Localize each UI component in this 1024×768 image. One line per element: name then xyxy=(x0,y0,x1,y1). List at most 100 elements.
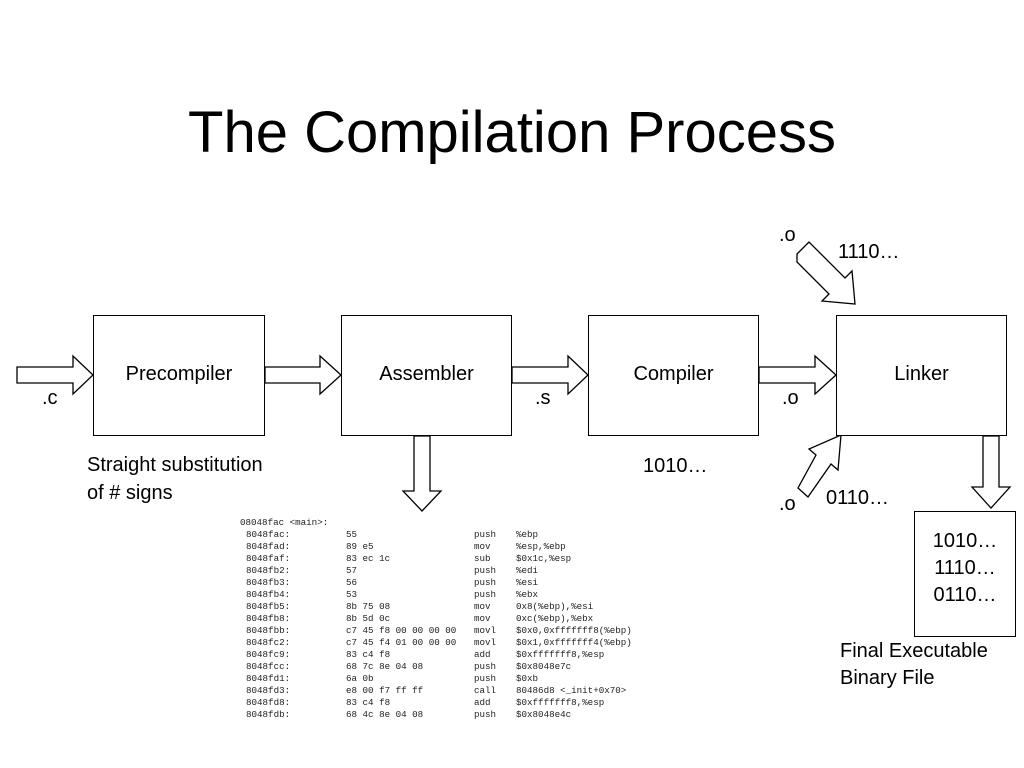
compiler-box: Compiler xyxy=(588,315,759,436)
assembly-bytes: 56 xyxy=(346,577,358,588)
assembly-opcode: mov xyxy=(474,541,491,552)
assembler-label: Assembler xyxy=(379,363,474,385)
assembly-bytes: 68 4c 8e 04 08 xyxy=(346,709,424,720)
assembly-operands: %ebp xyxy=(516,529,539,540)
assembly-operands: $0x1,0xfffffff4(%ebp) xyxy=(516,637,632,648)
assembly-operands: %edi xyxy=(516,565,539,576)
assembly-header: 08048fac <main>: xyxy=(240,517,329,528)
assembly-address: 8048faf: xyxy=(246,553,291,564)
assembly-opcode: movl xyxy=(474,625,497,636)
assembly-opcode: push xyxy=(474,577,497,588)
assembler-box: Assembler xyxy=(341,315,512,436)
precompiler-note-line2: of # signs xyxy=(87,482,173,504)
assembly-operands: $0x8048e4c xyxy=(516,709,572,720)
assembly-bytes: e8 00 f7 ff ff xyxy=(346,685,424,696)
assembly-operands: 80486d8 <_init+0x70> xyxy=(516,685,627,696)
assembly-bytes: 89 e5 xyxy=(346,541,374,552)
assembly-bytes: 8b 75 08 xyxy=(346,601,391,612)
final-binary-box: 1010… 1110… 0110… xyxy=(914,511,1016,637)
assembly-operands: 0x8(%ebp),%esi xyxy=(516,601,594,612)
assembly-address: 8048fb2: xyxy=(246,565,291,576)
assembly-bytes: 8b 5d 0c xyxy=(346,613,391,624)
assembly-opcode: push xyxy=(474,673,497,684)
obj-bottom-bits: 0110… xyxy=(826,487,890,509)
assembly-operands: 0xc(%ebp),%ebx xyxy=(516,613,594,624)
assembly-address: 8048fad: xyxy=(246,541,291,552)
assembly-bytes: c7 45 f4 01 00 00 00 xyxy=(346,637,457,648)
assembly-operands: $0xfffffff8,%esp xyxy=(516,697,605,708)
input-c-label: .c xyxy=(42,387,58,409)
obj-top-bits: 1110… xyxy=(838,241,900,263)
assembly-address: 8048fc2: xyxy=(246,637,291,648)
assembly-address: 8048fd3: xyxy=(246,685,291,696)
assembly-address: 8048fcc: xyxy=(246,661,291,672)
assembly-bytes: 83 c4 f8 xyxy=(346,697,391,708)
assembly-bytes: 55 xyxy=(346,529,358,540)
assembly-address: 8048fb8: xyxy=(246,613,291,624)
assembly-opcode: push xyxy=(474,565,497,576)
assembly-address: 8048fac: xyxy=(246,529,291,540)
assembly-listing: 08048fac <main>: 8048fac: 55 push %ebp 8048f… xyxy=(240,517,632,721)
assembly-address: 8048fdb: xyxy=(246,709,291,720)
assembly-address: 8048fbb: xyxy=(246,625,291,636)
final-note-line1: Final Executable xyxy=(840,640,988,662)
assembly-bytes: 83 ec 1c xyxy=(346,553,391,564)
assembly-opcode: push xyxy=(474,661,497,672)
assembly-row: 8048fb5: 8b 75 08 mov 0x8(%ebp),%esi xyxy=(240,601,632,613)
assembly-row: 8048fb8: 8b 5d 0c mov 0xc(%ebp),%ebx xyxy=(240,613,632,625)
linker-label: Linker xyxy=(894,363,949,385)
assembly-operands: $0xfffffff8,%esp xyxy=(516,649,605,660)
assembly-row: 8048fc2: c7 45 f4 01 00 00 00 movl $0x1,0xf… xyxy=(240,637,632,649)
assembly-bytes: 68 7c 8e 04 08 xyxy=(346,661,424,672)
assembly-opcode: add xyxy=(474,697,491,708)
assembly-operands: $0x0,0xfffffff8(%ebp) xyxy=(516,625,632,636)
assembly-opcode: mov xyxy=(474,613,491,624)
arrow-precompiler-to-assembler xyxy=(264,354,342,396)
assembly-row: 8048fd3: e8 00 f7 ff ff call 80486d8 <_init… xyxy=(240,685,632,697)
precompiler-label: Precompiler xyxy=(125,363,233,385)
final-binary-line: 0110… xyxy=(933,584,997,606)
assembly-operands: %esi xyxy=(516,577,539,588)
final-binary-line: 1010… xyxy=(932,530,998,552)
assembly-operands: %ebx xyxy=(516,589,539,600)
assembly-address: 8048fb5: xyxy=(246,601,291,612)
final-executable-note: Final Executable Binary File xyxy=(840,638,988,692)
assembly-row: 8048fcc: 68 7c 8e 04 08 push $0x8048e7c xyxy=(240,661,632,673)
assembly-bytes: 83 c4 f8 xyxy=(346,649,391,660)
assembly-row: 8048fc9: 83 c4 f8 add $0xfffffff8,%esp xyxy=(240,649,632,661)
obj-bottom-label: .o xyxy=(779,493,796,515)
s-file-label: .s xyxy=(535,387,551,409)
assembly-bytes: 57 xyxy=(346,565,358,576)
assembly-row: 8048fb2: 57 push %edi xyxy=(240,565,632,577)
assembly-row: 8048faf: 83 ec 1c sub $0x1c,%esp xyxy=(240,553,632,565)
final-binary-line: 1110… xyxy=(934,557,996,579)
assembly-address: 8048fd1: xyxy=(246,673,291,684)
compiler-output-bits: 1010… xyxy=(643,455,708,477)
assembly-operands: $0x8048e7c xyxy=(516,661,572,672)
precompiler-note: Straight substitution of # signs xyxy=(87,451,263,507)
assembly-address: 8048fb3: xyxy=(246,577,291,588)
assembly-row: 8048fb3: 56 push %esi xyxy=(240,577,632,589)
obj-top-label: .o xyxy=(779,224,796,246)
precompiler-box: Precompiler xyxy=(93,315,265,436)
assembly-opcode: sub xyxy=(474,553,491,564)
assembly-address: 8048fc9: xyxy=(246,649,291,660)
assembly-opcode: push xyxy=(474,589,497,600)
assembly-bytes: 6a 0b xyxy=(346,673,374,684)
assembly-opcode: mov xyxy=(474,601,491,612)
assembly-opcode: movl xyxy=(474,637,497,648)
assembly-opcode: push xyxy=(474,709,497,720)
assembly-bytes: 53 xyxy=(346,589,358,600)
final-note-line2: Binary File xyxy=(840,667,935,689)
assembly-opcode: add xyxy=(474,649,491,660)
assembly-operands: $0x1c,%esp xyxy=(516,553,572,564)
assembly-opcode: call xyxy=(474,685,497,696)
page-title: The Compilation Process xyxy=(188,100,836,165)
